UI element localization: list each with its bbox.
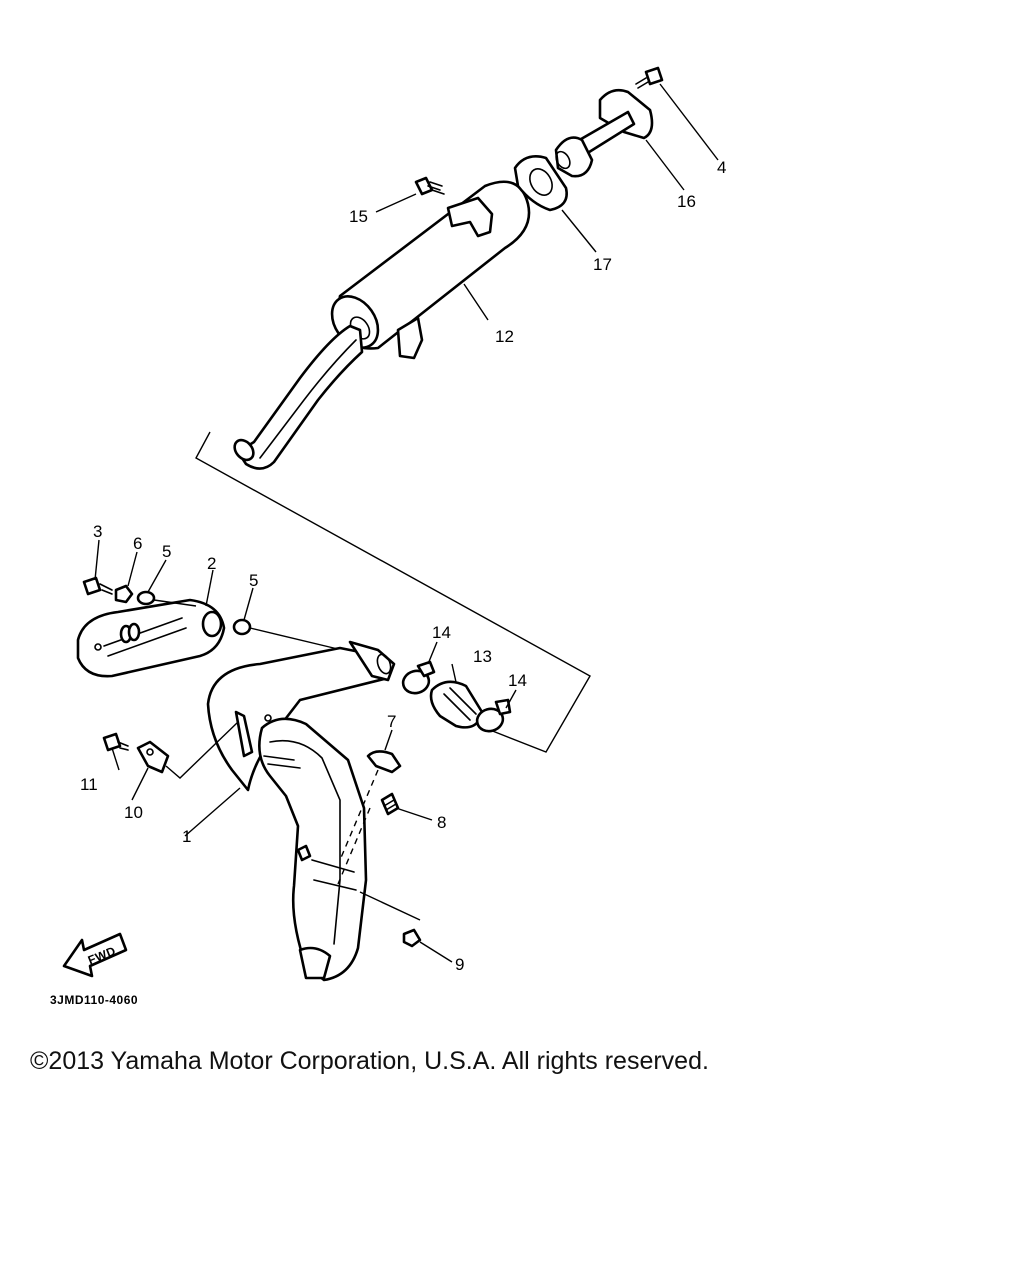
gasket-part-17[interactable]	[513, 155, 568, 212]
exhaust-parts-diagram: 1 2 3 4 5 5 6 7 8 9 10 11 12 13 14 14 15…	[50, 66, 726, 1007]
bolt-part-15[interactable]	[414, 176, 445, 196]
nut-part-6[interactable]	[114, 584, 134, 604]
drawing-code: 3JMD110-4060	[50, 993, 138, 1007]
protector-part-2[interactable]	[76, 598, 226, 678]
callout-8: 8	[437, 813, 446, 832]
callout-5b: 5	[249, 571, 258, 590]
callout-6: 6	[133, 534, 142, 553]
bracket-part-10[interactable]	[136, 740, 170, 774]
callout-2: 2	[207, 554, 216, 573]
bolt-part-11[interactable]	[102, 732, 129, 752]
muffler-part-12[interactable]	[231, 180, 531, 470]
callout-leader-lines	[94, 83, 719, 963]
washer-part-5b[interactable]	[232, 618, 252, 636]
bracket-leader-line	[165, 721, 239, 779]
stay-alignment-lines	[337, 769, 379, 885]
callout-7: 7	[387, 712, 396, 731]
exhaust-pipe-part-1[interactable]	[206, 640, 396, 982]
assembly-boundary-line	[195, 431, 591, 753]
clamp-part-14b[interactable]	[475, 698, 512, 734]
callout-14b: 14	[508, 671, 527, 690]
fwd-arrow-icon: FWD	[62, 932, 128, 978]
bolt-part-3[interactable]	[82, 576, 113, 596]
clamp-part-14a[interactable]	[401, 660, 436, 696]
callout-4: 4	[717, 158, 726, 177]
callout-9: 9	[455, 955, 464, 974]
copyright-notice: ©2013 Yamaha Motor Corporation, U.S.A. A…	[30, 1047, 709, 1075]
bolt-part-4[interactable]	[635, 66, 664, 89]
callout-14a: 14	[432, 623, 451, 642]
callout-17: 17	[593, 255, 612, 274]
washer-part-5a[interactable]	[136, 590, 156, 606]
joint-part-13[interactable]	[429, 680, 484, 729]
callout-10: 10	[124, 803, 143, 822]
callout-11: 11	[80, 775, 98, 794]
nut-alignment-line	[359, 891, 421, 921]
callout-1: 1	[182, 827, 191, 846]
callout-3: 3	[93, 522, 102, 541]
hardware-alignment-lines	[153, 599, 343, 651]
callout-16: 16	[677, 192, 696, 211]
stud-part-8[interactable]	[380, 792, 400, 816]
tail-pipe-part-16[interactable]	[553, 88, 654, 178]
nut-part-9[interactable]	[402, 928, 422, 948]
callout-12: 12	[495, 327, 514, 346]
callout-13: 13	[473, 647, 492, 666]
callout-15: 15	[349, 207, 368, 226]
damper-part-7[interactable]	[366, 750, 402, 774]
callout-5a: 5	[162, 542, 171, 561]
